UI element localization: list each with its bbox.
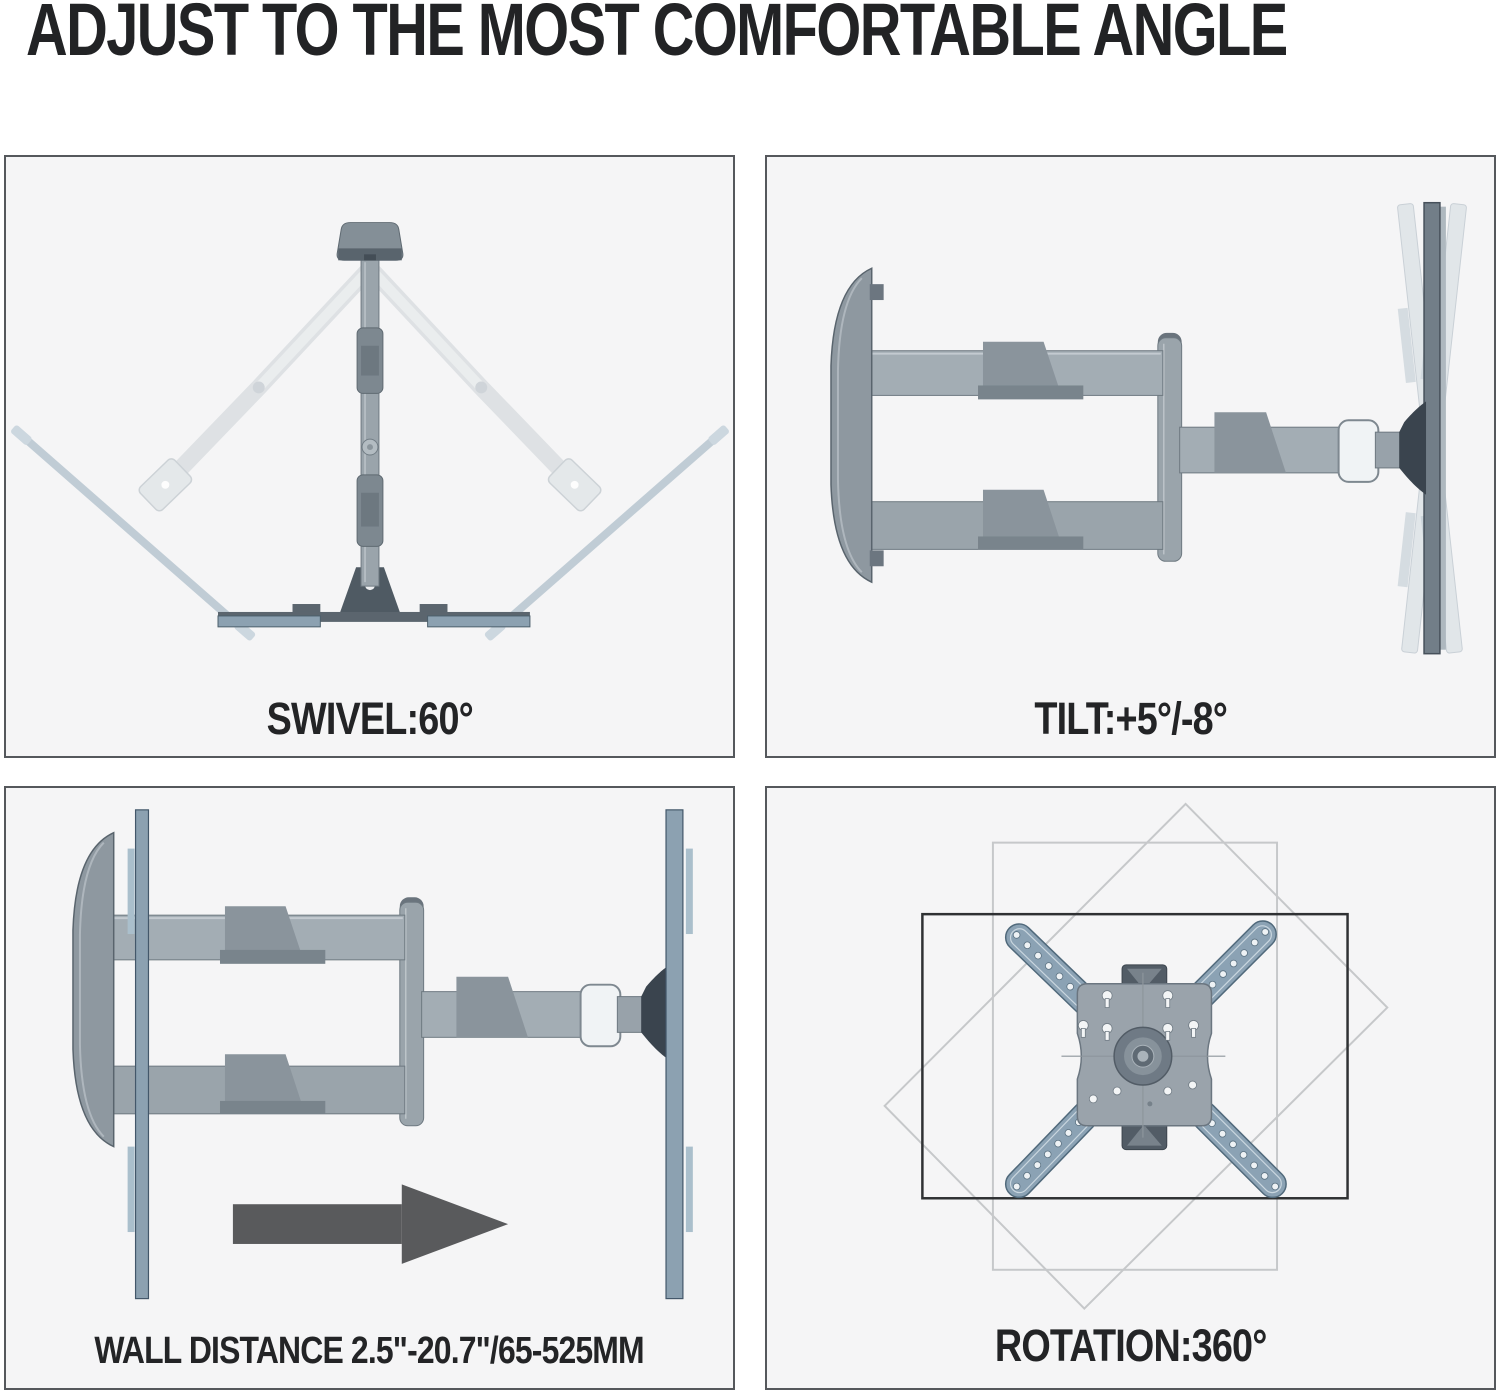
page-title: ADJUST TO THE MOST COMFORTABLE ANGLE [26, 0, 1288, 71]
rotation-front-view-illustration [883, 802, 1389, 1310]
panel-rotation: ROTATION:360° [765, 786, 1496, 1390]
right-arrow-icon [232, 1184, 509, 1264]
wall-distance-label: WALL DISTANCE 2.5"-20.7"/65-525MM [94, 1330, 645, 1372]
panel-distance: WALL DISTANCE 2.5"-20.7"/65-525MM [4, 786, 735, 1390]
wall-distance-illustration [72, 809, 693, 1300]
tilt-side-view-illustration [830, 201, 1467, 655]
swivel-top-view-illustration [11, 222, 729, 641]
panel-tilt: TILT:+5°/-8° [765, 155, 1496, 758]
swivel-label: SWIVEL:60° [266, 693, 473, 744]
panel-swivel: SWIVEL:60° [4, 155, 735, 758]
tilt-label: TILT:+5°/-8° [1034, 693, 1228, 744]
rotation-label: ROTATION:360° [994, 1320, 1267, 1371]
